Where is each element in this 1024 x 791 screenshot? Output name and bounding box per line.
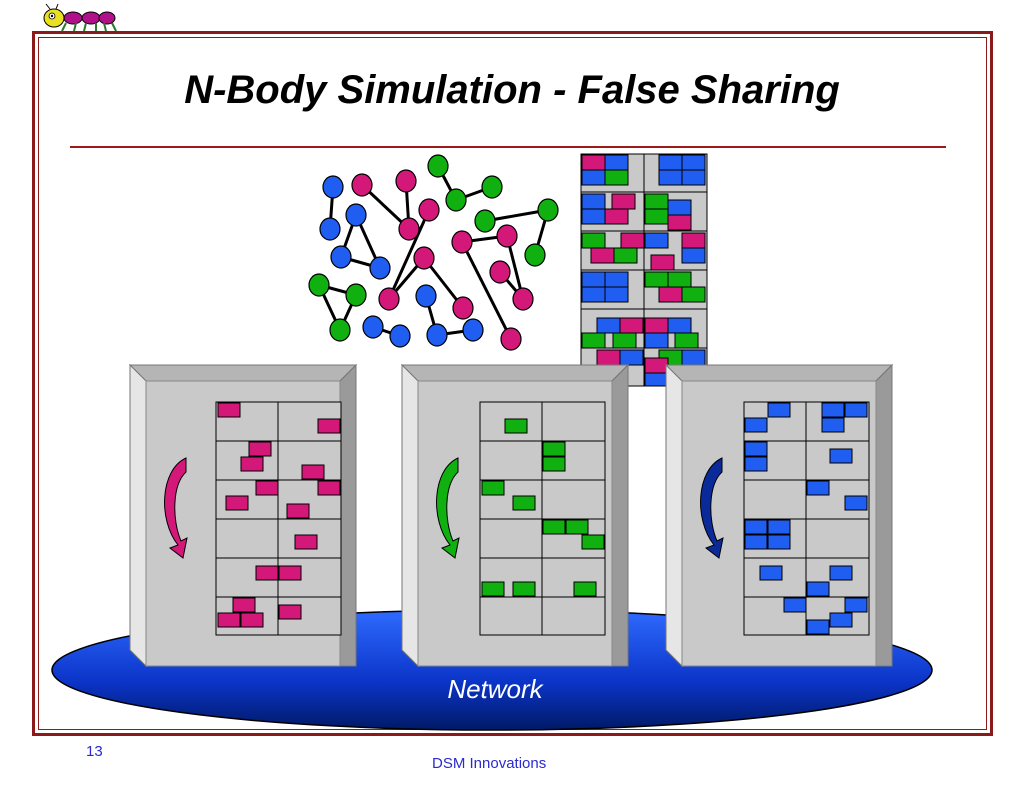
node-2 xyxy=(400,363,630,668)
title-rule xyxy=(70,146,946,148)
footer-text: DSM Innovations xyxy=(432,755,547,772)
ant-logo-icon xyxy=(43,3,117,32)
particle-cluster xyxy=(317,165,550,340)
node-1 xyxy=(128,363,358,668)
rotate-arrow-icon xyxy=(164,457,188,559)
slide-frame xyxy=(32,31,993,736)
shared-memory-pages xyxy=(580,153,708,387)
page-number: 13 xyxy=(86,743,103,760)
slide-title: N-Body Simulation - False Sharing xyxy=(184,68,840,112)
rotate-arrow-icon xyxy=(436,457,460,559)
particles xyxy=(308,154,559,351)
rotate-arrow-icon xyxy=(700,457,724,559)
node-3 xyxy=(664,363,894,668)
network-label: Network xyxy=(447,674,543,704)
